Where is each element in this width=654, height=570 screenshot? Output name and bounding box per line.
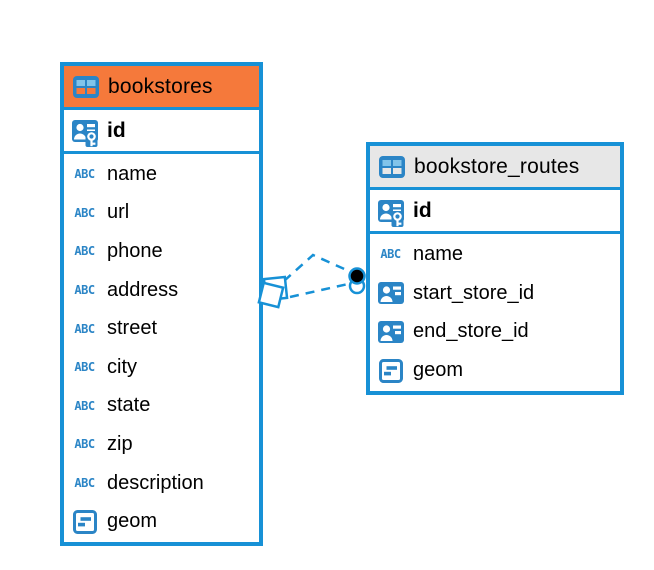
reference-type-icon bbox=[377, 320, 404, 344]
column-name: address bbox=[107, 278, 179, 301]
table-header-bookstore-routes[interactable]: bookstore_routes bbox=[370, 146, 620, 190]
column-name: name bbox=[107, 162, 158, 185]
column-row[interactable]: ABC street bbox=[64, 309, 259, 348]
column-name: end_store_id bbox=[413, 320, 529, 343]
table-title: bookstores bbox=[108, 74, 213, 98]
column-name: start_store_id bbox=[413, 281, 535, 304]
column-row[interactable]: ABC name bbox=[370, 235, 620, 274]
text-type-icon: ABC bbox=[74, 283, 95, 298]
table-bookstore-routes[interactable]: bookstore_routes id ABC bbox=[366, 142, 624, 395]
column-name: state bbox=[107, 394, 151, 417]
text-type-icon: ABC bbox=[74, 476, 95, 491]
table-title: bookstore_routes bbox=[414, 154, 580, 178]
column-name: street bbox=[107, 317, 158, 340]
relationship-dot-markers[interactable] bbox=[348, 267, 366, 295]
column-row[interactable]: start_store_id bbox=[370, 274, 620, 313]
column-name: zip bbox=[107, 432, 133, 455]
text-type-icon: ABC bbox=[74, 167, 95, 182]
columns-list: ABC name start_store_id bbox=[370, 234, 620, 391]
text-type-icon: ABC bbox=[74, 398, 95, 413]
table-grid-icon bbox=[72, 75, 99, 98]
text-type-icon: ABC bbox=[74, 321, 95, 336]
column-row[interactable]: geom bbox=[370, 351, 620, 390]
relationship-line-1[interactable] bbox=[283, 253, 352, 282]
column-name: geom bbox=[413, 359, 464, 382]
geometry-type-icon bbox=[377, 358, 404, 383]
column-row[interactable]: end_store_id bbox=[370, 313, 620, 352]
column-row[interactable]: ABC description bbox=[64, 464, 259, 503]
reference-type-icon bbox=[377, 281, 404, 305]
text-type-icon: ABC bbox=[74, 244, 95, 259]
column-row[interactable]: ABC city bbox=[64, 348, 259, 387]
text-type-icon: ABC bbox=[74, 437, 95, 452]
column-name: city bbox=[107, 355, 137, 378]
relationship-line-2[interactable] bbox=[289, 282, 349, 299]
column-row[interactable]: geom bbox=[64, 502, 259, 541]
table-header-bookstores[interactable]: bookstores bbox=[64, 66, 259, 110]
column-row[interactable]: ABC zip bbox=[64, 425, 259, 464]
column-row-id[interactable]: id bbox=[64, 110, 259, 154]
column-name: url bbox=[107, 201, 130, 224]
table-bookstores[interactable]: bookstores id ABC bbox=[60, 62, 263, 546]
column-name: id bbox=[107, 118, 126, 142]
column-name: id bbox=[413, 198, 432, 222]
text-type-icon: ABC bbox=[380, 247, 401, 262]
primary-key-icon bbox=[377, 199, 404, 227]
column-row[interactable]: ABC url bbox=[64, 194, 259, 233]
column-name: geom bbox=[107, 510, 158, 533]
column-row[interactable]: ABC address bbox=[64, 271, 259, 310]
columns-list: ABC name ABC url ABC phone ABC address A… bbox=[64, 154, 259, 542]
column-name: description bbox=[107, 471, 204, 494]
column-name: phone bbox=[107, 239, 163, 262]
text-type-icon: ABC bbox=[74, 205, 95, 220]
column-row-id[interactable]: id bbox=[370, 190, 620, 234]
relationship-square-markers[interactable] bbox=[257, 275, 289, 309]
column-row[interactable]: ABC state bbox=[64, 387, 259, 426]
primary-key-icon bbox=[71, 119, 98, 147]
table-grid-icon bbox=[378, 155, 405, 178]
column-name: name bbox=[413, 242, 464, 265]
column-row[interactable]: ABC name bbox=[64, 155, 259, 194]
geometry-type-icon bbox=[71, 509, 98, 534]
column-row[interactable]: ABC phone bbox=[64, 232, 259, 271]
text-type-icon: ABC bbox=[74, 360, 95, 375]
